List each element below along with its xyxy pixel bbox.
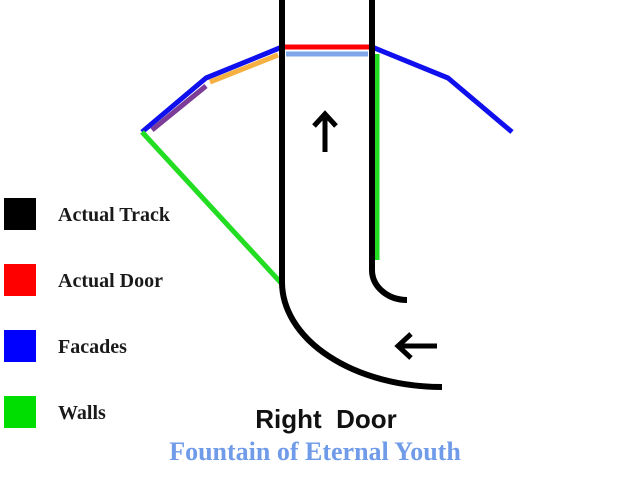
legend-item: Facades	[4, 330, 127, 362]
legend-label-door: Actual Door	[58, 270, 163, 292]
arrow-left-icon	[394, 332, 437, 360]
legend: Actual Track Actual Door Facades Walls	[4, 198, 171, 428]
legend-swatch-door	[4, 264, 36, 296]
legend-item: Walls	[4, 396, 106, 428]
legend-label-track: Actual Track	[58, 204, 171, 226]
legend-swatch-walls	[4, 396, 36, 428]
legend-item: Actual Door	[4, 264, 163, 296]
legend-swatch-track	[4, 198, 36, 230]
legend-item: Actual Track	[4, 198, 171, 230]
track-inner	[369, 0, 408, 303]
wall-left	[140, 130, 284, 286]
diagram-title: Right Door	[255, 404, 397, 434]
diagram-subtitle: Fountain of Eternal Youth	[169, 437, 461, 466]
facade-accent-purple	[150, 84, 208, 132]
arrow-up-icon	[312, 110, 338, 152]
facade-left	[140, 44, 283, 134]
facade-accent-orange	[209, 52, 279, 85]
legend-swatch-facades	[4, 330, 36, 362]
facade-right	[371, 44, 514, 134]
track-outer	[279, 0, 443, 390]
legend-label-walls: Walls	[58, 402, 106, 424]
legend-label-facades: Facades	[58, 336, 127, 358]
